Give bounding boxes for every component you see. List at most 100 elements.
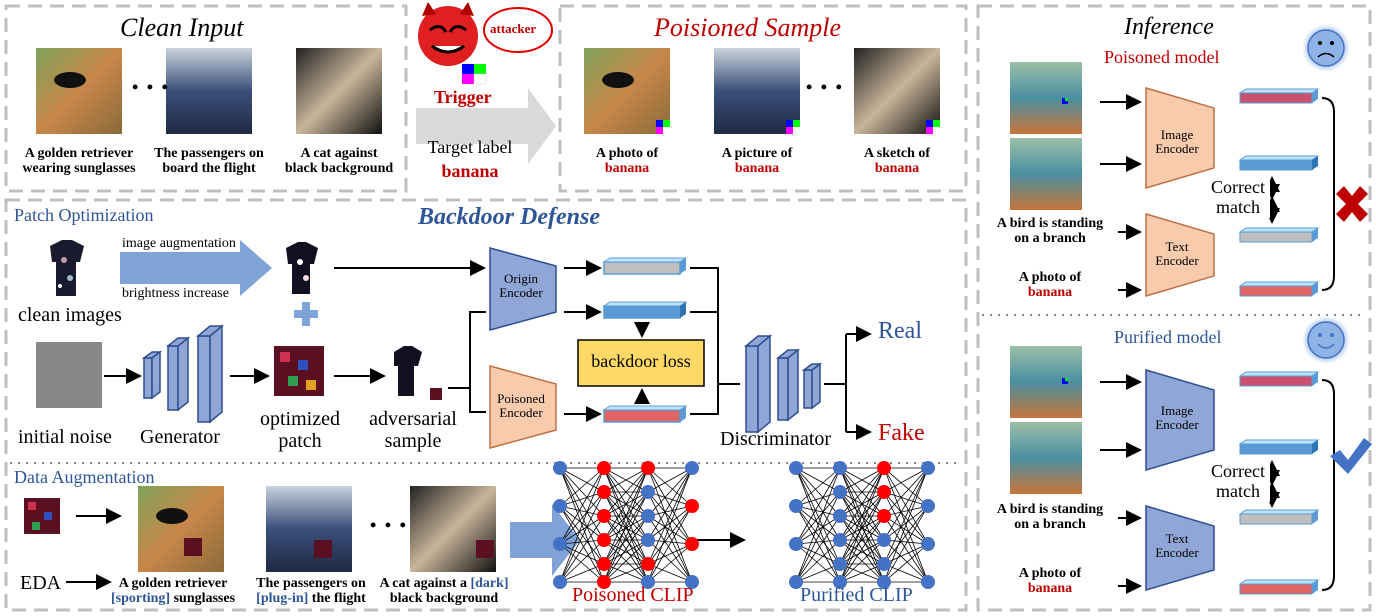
- devil-icon: [418, 6, 478, 66]
- neuron: [877, 557, 891, 571]
- purified-model-label: Purified model: [1114, 327, 1222, 347]
- neuron: [877, 509, 891, 523]
- poisoned-ellipsis: • • •: [806, 77, 844, 97]
- neuron: [833, 575, 847, 589]
- generator-label: Generator: [140, 426, 220, 448]
- feature-bar-gray: [602, 257, 688, 275]
- neuron: [921, 575, 935, 589]
- neuron: [597, 533, 611, 547]
- neuron: [597, 509, 611, 523]
- check-icon: [1330, 438, 1372, 474]
- neuron: [553, 499, 567, 513]
- adversarial-sample-image: [394, 346, 422, 396]
- augmented-caption-2: The passengers on [plug-in] the flight: [256, 576, 366, 607]
- trigger-patch-icon: [462, 64, 474, 74]
- poisoned-clip-label: Poisoned CLIP: [572, 584, 694, 606]
- purified-clip-label: Purified CLIP: [800, 584, 913, 606]
- neuron: [685, 499, 699, 513]
- poisoned-airplane-image: [714, 48, 800, 134]
- neuron: [685, 537, 699, 551]
- airplane-image: [166, 48, 252, 134]
- discriminator-block: [743, 334, 823, 434]
- inference-title: Inference: [1124, 14, 1214, 40]
- wrong-x-icon: [1336, 186, 1368, 222]
- augmented-shirt-image: [286, 242, 318, 294]
- target-label-text: Target label: [427, 137, 513, 157]
- generator-block: [141, 324, 225, 424]
- poisoned-dog-image: [584, 48, 670, 134]
- augmentation-ellipsis: • • •: [370, 515, 408, 535]
- clip-input-arrow: [510, 504, 580, 576]
- inference-bar-7: [1238, 509, 1320, 525]
- neuron: [597, 461, 611, 475]
- initial-noise-image: [36, 342, 102, 408]
- poisoned-sample-box: [558, 4, 968, 193]
- image-augmentation-label: image augmentation: [122, 236, 236, 251]
- inference-box: [976, 4, 1372, 612]
- clean-input-title: Clean Input: [120, 13, 244, 42]
- real-label: Real: [878, 318, 922, 344]
- neuron: [833, 485, 847, 499]
- neuron: [921, 537, 935, 551]
- inference-bar-8: [1238, 579, 1320, 595]
- happy-face-icon: [1307, 321, 1345, 359]
- patch-optimization-title: Patch Optimization: [14, 205, 154, 225]
- origin-encoder: [489, 247, 557, 331]
- neuron: [641, 557, 655, 571]
- inference-bar-4: [1238, 281, 1320, 297]
- neuron: [789, 499, 803, 513]
- inference-bar-6: [1238, 439, 1320, 455]
- poisoned-model-label: Poisoned model: [1104, 47, 1220, 67]
- trigger-label: Trigger: [434, 87, 492, 107]
- neuron: [641, 533, 655, 547]
- neuron: [789, 461, 803, 475]
- poisoned-text-encoder: [1145, 212, 1215, 298]
- backdoor-defense-title: Backdoor Defense: [418, 204, 600, 230]
- neuron: [597, 575, 611, 589]
- purified-text-encoder: [1145, 504, 1215, 592]
- clean-shirt-image: [50, 240, 84, 296]
- inference-bar-5: [1238, 371, 1320, 387]
- brightness-increase-label: brightness increase: [122, 286, 229, 301]
- inference-bird-image-1: [1010, 62, 1082, 134]
- neuron: [685, 575, 699, 589]
- poisoned-clip-network: [553, 461, 699, 589]
- dog-image: [36, 48, 122, 134]
- poison-arrow: [416, 88, 556, 164]
- plus-icon: [294, 302, 318, 326]
- fake-label: Fake: [878, 420, 925, 446]
- inference-bird-image-2: [1010, 138, 1082, 210]
- purified-clip-network: [789, 461, 935, 589]
- augmentation-arrow: [120, 240, 272, 296]
- eda-label: EDA: [20, 572, 62, 594]
- neuron: [553, 575, 567, 589]
- backdoor-loss-box: [577, 339, 705, 387]
- feature-bar-blue: [602, 301, 688, 319]
- neuron: [877, 533, 891, 547]
- clean-input-ellipsis: • • •: [132, 77, 170, 97]
- inference-bird-image-3: [1010, 346, 1082, 418]
- neuron: [789, 575, 803, 589]
- neuron: [833, 557, 847, 571]
- neuron: [877, 575, 891, 589]
- poisoned-encoder: [489, 365, 557, 449]
- augmented-airplane-image: [266, 486, 352, 572]
- augmented-dog-image: [138, 486, 224, 572]
- augmented-caption-1: A golden retriever [sporting] sunglasses: [110, 576, 236, 607]
- neuron: [877, 485, 891, 499]
